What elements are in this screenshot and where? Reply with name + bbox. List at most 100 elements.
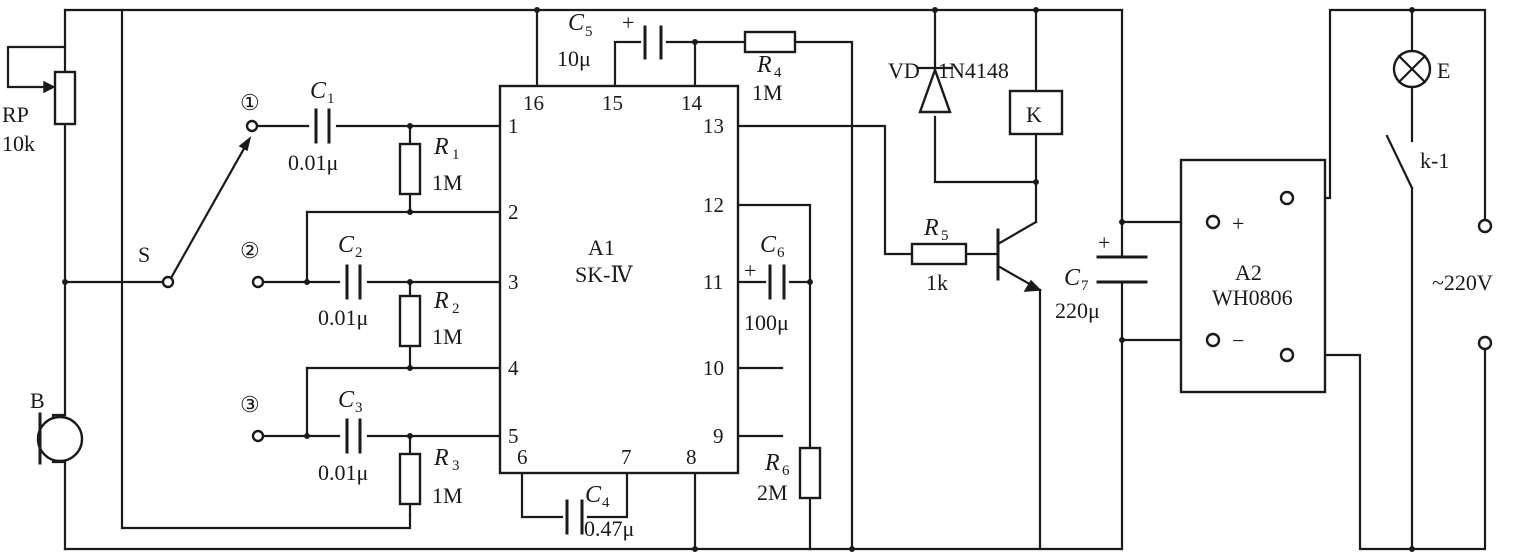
- mains-label: ~220V: [1432, 270, 1493, 295]
- r2-resistor: R 2 1M: [398, 288, 463, 349]
- c1-value: 0.01μ: [288, 150, 338, 175]
- c3-index: 3: [355, 400, 363, 416]
- r2-index: 2: [452, 301, 460, 317]
- r4-value: 1M: [752, 80, 783, 105]
- c4-sym: C: [585, 482, 602, 508]
- r6-index: 6: [782, 463, 790, 479]
- c7-polarity: +: [1098, 230, 1110, 255]
- e-lamp: E: [1392, 49, 1450, 89]
- b-ref: B: [30, 388, 45, 413]
- r2-value: 1M: [432, 324, 463, 349]
- c4-value: 0.47μ: [584, 516, 634, 541]
- a2-module: + − A2 WH0806: [1179, 158, 1327, 394]
- vd-ref: VD: [888, 58, 920, 83]
- a2-plus: +: [1232, 211, 1244, 236]
- r1-index: 1: [452, 147, 460, 163]
- c5-value: 10μ: [557, 46, 591, 71]
- c4-index: 4: [602, 495, 610, 511]
- r3-index: 3: [452, 458, 460, 474]
- r2-sym: R: [433, 288, 449, 314]
- c2-value: 0.01μ: [318, 305, 368, 330]
- mains-terminals: ~220V: [1432, 218, 1493, 351]
- r5-value: 1k: [926, 270, 948, 295]
- rp-ref: RP: [2, 102, 29, 127]
- pin-11: 11: [703, 270, 723, 294]
- pin-4: 4: [508, 356, 519, 380]
- c7-index: 7: [1081, 278, 1089, 294]
- vd-model: 1N4148: [938, 58, 1009, 83]
- a2-model: WH0806: [1212, 285, 1293, 310]
- r5-index: 5: [941, 228, 949, 244]
- c1-sym: C: [310, 78, 327, 104]
- pin-6: 6: [517, 445, 528, 469]
- c2-sym: C: [338, 232, 355, 258]
- c7-sym: C: [1064, 265, 1081, 291]
- pin-13: 13: [703, 114, 724, 138]
- k-relay-coil: K: [1008, 89, 1064, 136]
- r3-resistor: R 3 1M: [398, 445, 463, 508]
- r1-value: 1M: [432, 170, 463, 195]
- pin-12: 12: [703, 193, 724, 217]
- pin-14: 14: [681, 91, 703, 115]
- k1-ref: k-1: [1420, 148, 1449, 173]
- npn-transistor: [996, 220, 1042, 292]
- s-selector-switch[interactable]: S ① ② ③: [138, 90, 265, 443]
- r1-sym: R: [433, 134, 449, 160]
- c4-capacitor: C 4 0.47μ: [565, 482, 634, 541]
- a2-minus: −: [1232, 328, 1244, 353]
- c6-sym: C: [760, 232, 777, 258]
- pin-16: 16: [523, 91, 544, 115]
- a2-ref: A2: [1235, 260, 1262, 285]
- wires: [6, 8, 1487, 551]
- c5-capacitor: + C 5 10μ: [557, 10, 663, 71]
- pin-5: 5: [508, 424, 519, 448]
- c6-value: 100μ: [744, 310, 789, 335]
- c2-capacitor: C 2 0.01μ: [318, 232, 368, 330]
- pin-15: 15: [602, 91, 623, 115]
- c5-polarity: +: [622, 10, 634, 35]
- r1-resistor: R 1 1M: [398, 134, 463, 196]
- pin-2: 2: [508, 200, 519, 224]
- r6-sym: R: [764, 450, 780, 476]
- pin-7: 7: [621, 445, 632, 469]
- pin-1: 1: [508, 114, 519, 138]
- rp-value: 10k: [2, 131, 35, 156]
- k-ref: K: [1026, 102, 1042, 127]
- position-3-label: ③: [240, 392, 260, 417]
- c3-value: 0.01μ: [318, 460, 368, 485]
- position-2-label: ②: [240, 238, 260, 263]
- vd-diode: VD 1N4148: [888, 58, 1009, 114]
- r6-value: 2M: [757, 480, 788, 505]
- c1-capacitor: C 1 0.01μ: [288, 78, 338, 175]
- r5-resistor: R 5 1k: [910, 215, 968, 295]
- r3-value: 1M: [432, 483, 463, 508]
- pin-10: 10: [703, 356, 724, 380]
- r4-index: 4: [774, 65, 782, 81]
- a1-ref: A1: [588, 235, 615, 260]
- c2-index: 2: [355, 245, 363, 261]
- s-ref: S: [138, 242, 150, 267]
- pin-9: 9: [713, 424, 724, 448]
- pin-3: 3: [508, 270, 519, 294]
- a1-model: SK-Ⅳ: [575, 262, 633, 287]
- e-ref: E: [1437, 58, 1450, 83]
- c6-index: 6: [777, 245, 785, 261]
- k1-relay-contact[interactable]: k-1: [1385, 134, 1449, 190]
- junction-dots: [62, 7, 1415, 552]
- ic-pin-labels: 1 2 3 4 5 6 7 8 9 10 11 12 13 14 15 16: [508, 91, 724, 469]
- r4-sym: R: [756, 52, 772, 78]
- c5-index: 5: [585, 24, 593, 40]
- position-1-label: ①: [240, 90, 260, 115]
- c7-value: 220μ: [1055, 298, 1100, 323]
- rp-potentiometer: RP 10k: [2, 70, 77, 156]
- r5-sym: R: [923, 215, 939, 241]
- pin-8: 8: [686, 445, 697, 469]
- c6-polarity: +: [744, 258, 756, 283]
- c6-capacitor: + C 6 100μ: [744, 232, 789, 335]
- c5-sym: C: [568, 10, 585, 36]
- r4-resistor: R 4 1M: [743, 30, 797, 105]
- c3-capacitor: C 3 0.01μ: [318, 387, 368, 485]
- r6-resistor: R 6 2M: [757, 446, 822, 505]
- b-microphone: B: [30, 388, 84, 465]
- r3-sym: R: [433, 445, 449, 471]
